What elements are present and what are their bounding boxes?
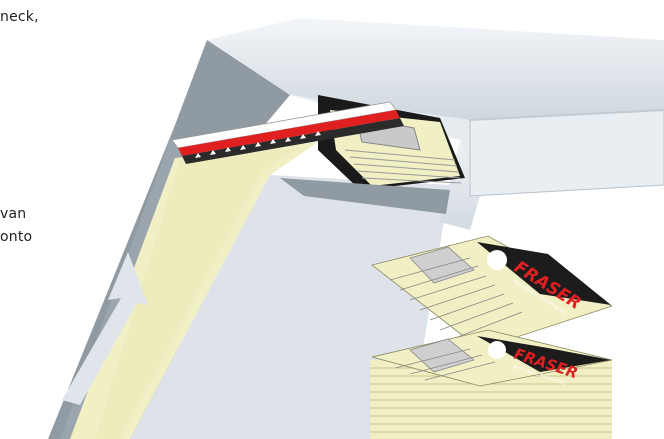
logo-mark-icon-2	[488, 341, 506, 359]
logo-mark-icon	[487, 250, 507, 270]
